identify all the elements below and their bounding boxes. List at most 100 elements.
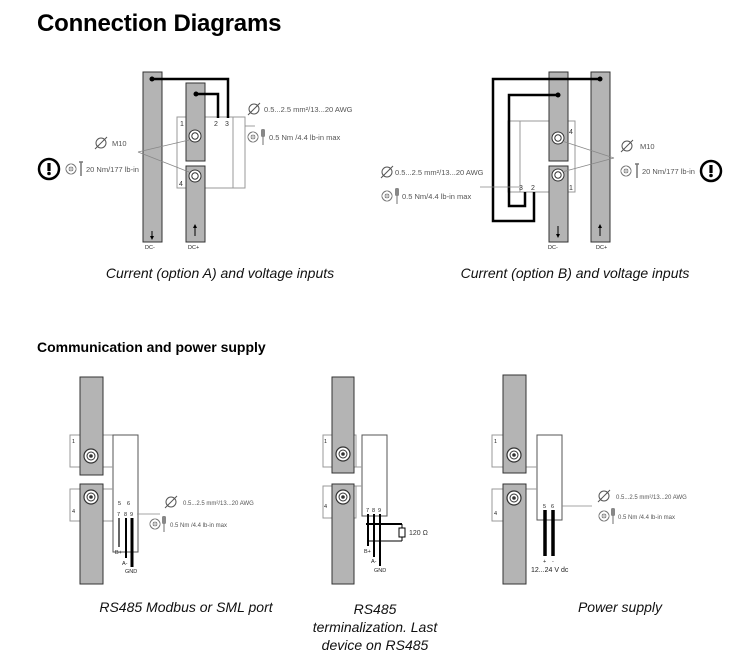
voltage-label: 12...24 V dc bbox=[531, 567, 569, 574]
busbar-dc-minus bbox=[548, 165, 569, 243]
terminal-8: 8 bbox=[372, 508, 375, 514]
voltage-wire bbox=[152, 77, 230, 118]
screwdriver-icon bbox=[610, 507, 616, 525]
wire-spec: 0.5...2.5 mm²/13...20 AWG bbox=[395, 168, 484, 177]
bolt-icon bbox=[83, 489, 99, 505]
bolt-icon bbox=[506, 447, 522, 463]
resistor-value: 120 Ω bbox=[409, 530, 428, 537]
terminal-3: 3 bbox=[519, 185, 523, 192]
torque-icon bbox=[247, 131, 259, 143]
bolt-icon bbox=[506, 490, 522, 506]
resistor-icon bbox=[398, 527, 406, 538]
terminal-1: 1 bbox=[72, 439, 75, 445]
diameter-icon bbox=[247, 102, 261, 116]
terminal-2: 2 bbox=[214, 121, 218, 128]
voltage-wire bbox=[196, 92, 220, 118]
busbar-dc-plus bbox=[590, 71, 611, 243]
arrow-up-icon bbox=[193, 224, 197, 228]
busbar-top bbox=[79, 376, 104, 476]
label-a-minus: A- bbox=[371, 559, 377, 565]
torque-icon bbox=[381, 190, 393, 202]
bolt-icon bbox=[188, 129, 202, 143]
terminal-1: 1 bbox=[324, 439, 327, 445]
diameter-icon bbox=[380, 165, 394, 179]
terminal-5: 5 bbox=[543, 504, 546, 510]
caption-line: RS485 bbox=[353, 601, 397, 617]
bottom-diagrams: 1 4 5 6 7 8 9 B+ A- GND 0.5...2.5 mm²/13… bbox=[69, 374, 687, 585]
busbar-top bbox=[502, 374, 527, 474]
label-a-minus: A- bbox=[122, 561, 128, 567]
torque-icon bbox=[65, 163, 77, 175]
bolt-torque: 20 Nm/177 lb-in bbox=[86, 165, 139, 174]
wire-torque: 0.5 Nm /4.4 lb-in max bbox=[618, 515, 675, 521]
bolt-icon bbox=[83, 448, 99, 464]
wire-spec: 0.5...2.5 mm²/13...20 AWG bbox=[264, 105, 353, 114]
wire-spec: 0.5...2.5 mm²/13...20 AWG bbox=[616, 495, 687, 501]
terminal-8: 8 bbox=[124, 512, 127, 518]
terminal-1: 1 bbox=[569, 185, 573, 192]
torque-icon bbox=[149, 518, 161, 530]
torque-icon bbox=[620, 165, 632, 177]
label-gnd: GND bbox=[374, 568, 386, 574]
label-minus: - bbox=[552, 559, 554, 565]
terminal-3: 3 bbox=[225, 121, 229, 128]
terminal-1: 1 bbox=[180, 121, 184, 128]
arrow-down-icon bbox=[150, 236, 154, 240]
terminal-6: 6 bbox=[551, 504, 554, 510]
voltage-wire bbox=[491, 77, 600, 223]
screwdriver-icon bbox=[161, 515, 167, 533]
wire-torque: 0.5 Nm/4.4 lb-in max bbox=[402, 192, 471, 201]
busbar-dc-plus bbox=[185, 165, 206, 243]
busbar-top bbox=[185, 82, 206, 162]
warning-icon bbox=[37, 157, 61, 181]
caption-line: terminalization. Last bbox=[312, 619, 438, 635]
diameter-icon bbox=[164, 495, 178, 509]
wrench-icon bbox=[635, 163, 639, 178]
busbar-bottom bbox=[331, 483, 355, 585]
busbar-bottom bbox=[79, 483, 104, 585]
arrow-up-icon bbox=[598, 224, 602, 228]
label-plus: + bbox=[543, 559, 546, 565]
torque-icon bbox=[598, 510, 610, 522]
terminal-4: 4 bbox=[179, 181, 183, 188]
top-diagrams: 1 2 3 4 DC- DC+ M10 20 Nm/177 lb-in 0.5.… bbox=[37, 71, 723, 251]
section-title: Communication and power supply bbox=[37, 339, 266, 355]
caption-option-b: Current (option B) and voltage inputs bbox=[460, 265, 690, 281]
bolt-spec: M10 bbox=[640, 142, 655, 151]
caption-line: device on RS485 bbox=[321, 637, 429, 653]
voltage-wire bbox=[507, 93, 558, 208]
terminal-9: 9 bbox=[130, 512, 133, 518]
caption-rs485: RS485 Modbus or SML port bbox=[99, 599, 273, 615]
label-dc-minus: DC- bbox=[548, 245, 558, 251]
diameter-icon bbox=[597, 489, 611, 503]
busbar-top bbox=[548, 71, 569, 162]
caption-termination: RS485 terminalization. Last device on RS… bbox=[290, 600, 460, 654]
label-b-plus: B+ bbox=[115, 550, 122, 556]
screwdriver-icon bbox=[260, 128, 266, 146]
bolt-icon bbox=[188, 169, 202, 183]
label-dc-plus: DC+ bbox=[188, 245, 199, 251]
screwdriver-icon bbox=[394, 187, 400, 205]
diagram-option-b: 3 2 4 1 DC- DC+ M10 20 Nm/177 lb-in 0.5.… bbox=[380, 71, 723, 251]
caption-option-a: Current (option A) and voltage inputs bbox=[105, 265, 335, 281]
bolt-icon bbox=[551, 131, 565, 145]
diagram-termination: 1 4 7 8 9 120 Ω B+ A- GND bbox=[322, 376, 428, 585]
label-dc-minus: DC- bbox=[145, 245, 155, 251]
terminal-9: 9 bbox=[378, 508, 381, 514]
bolt-icon bbox=[551, 168, 565, 182]
terminal-1: 1 bbox=[494, 439, 497, 445]
terminal-7: 7 bbox=[117, 512, 120, 518]
terminal-4: 4 bbox=[72, 509, 75, 515]
terminal-2: 2 bbox=[531, 185, 535, 192]
bolt-icon bbox=[335, 489, 351, 505]
page-title: Connection Diagrams bbox=[37, 10, 282, 37]
diagram-rs485: 1 4 5 6 7 8 9 B+ A- GND 0.5...2.5 mm²/13… bbox=[69, 376, 254, 585]
terminal-7: 7 bbox=[366, 508, 369, 514]
busbar-dc-minus bbox=[142, 71, 163, 243]
wire-torque: 0.5 Nm /4.4 lb-in max bbox=[269, 133, 341, 142]
label-dc-plus: DC+ bbox=[596, 245, 607, 251]
arrow-down-icon bbox=[556, 234, 560, 238]
meter-body bbox=[536, 434, 563, 521]
diameter-icon bbox=[620, 139, 634, 153]
bolt-torque: 20 Nm/177 lb-in bbox=[642, 167, 695, 176]
